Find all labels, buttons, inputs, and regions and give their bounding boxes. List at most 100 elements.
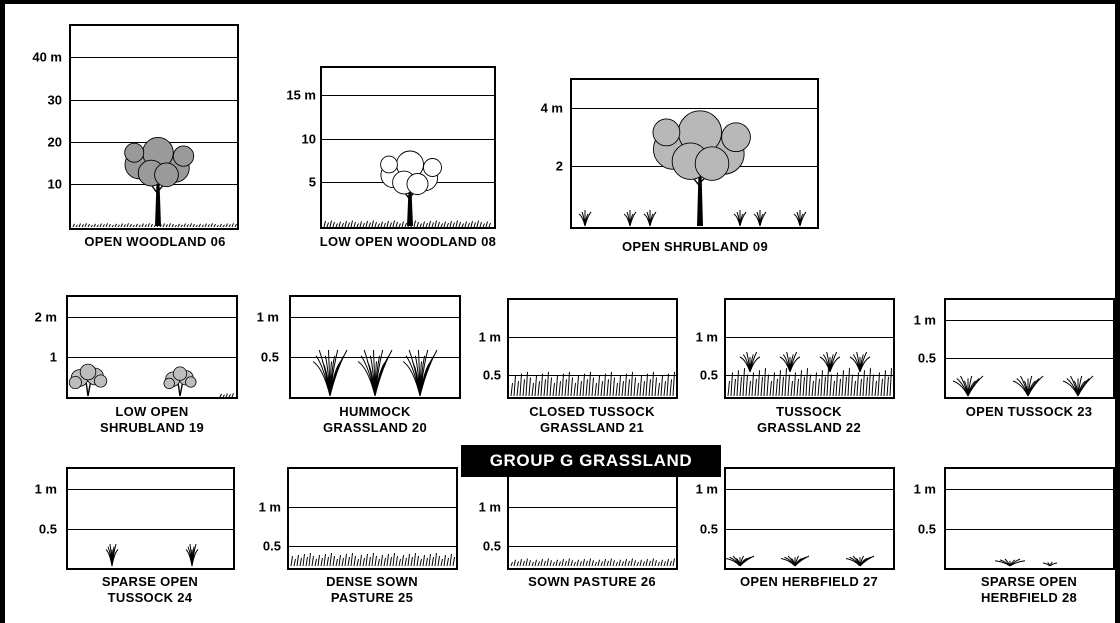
height-tick-label: 0.5 [38,521,57,537]
height-gridline [509,546,676,547]
height-tick-label: 2 m [34,309,57,325]
height-tick-label: 1 m [695,481,718,497]
panel-title-line: OPEN WOODLAND 06 [84,234,226,249]
tussock-grassland-illustration [727,351,892,397]
panel-24 [66,467,235,570]
height-tick-label: 1 [49,349,57,365]
panel-19 [66,295,238,399]
panel-title-line: OPEN SHRUBLAND 09 [622,239,768,254]
panel-title-line: SHRUBLAND 19 [99,420,204,435]
height-gridline [289,546,456,547]
panel-title-line: HERBFIELD 28 [980,590,1078,605]
panel-title-line: SOWN PASTURE 26 [528,574,656,589]
height-tick-label: 0.5 [262,538,281,554]
height-tick-label: 1 m [256,309,279,325]
panel-08 [320,66,496,229]
panel-title-line: GRASSLAND 21 [539,420,644,435]
sown-pasture-illustration [510,558,675,567]
low-open-woodland-illustration [323,150,491,228]
height-gridline [726,529,893,530]
height-gridline [68,357,236,358]
panel-title: OPEN HERBFIELD 27 [699,574,919,590]
group-title-banner: GROUP G GRASSLAND [461,445,721,477]
height-gridline [726,337,893,338]
panel-title-line: OPEN HERBFIELD 27 [739,574,878,589]
hummock-grassland-illustration [312,349,438,397]
height-tick-label: 1 m [478,499,501,515]
height-tick-label: 30 [47,92,62,108]
height-tick-label: 0.5 [482,538,501,554]
dense-sown-pasture-illustration [290,552,455,567]
panel-title-line: TUSSOCK 24 [107,590,193,605]
panel-27 [724,467,895,570]
height-tick-label: 1 m [913,312,936,328]
height-tick-label: 40 m [32,49,62,65]
panel-28 [944,467,1115,570]
height-gridline [68,489,233,490]
height-gridline [726,375,893,376]
panel-title-line: SPARSE OPEN [101,574,199,589]
height-gridline [946,320,1113,321]
panel-25 [287,467,458,570]
panel-title-line: LOW OPEN [115,404,189,419]
height-tick-label: 4 m [540,100,563,116]
height-gridline [509,375,676,376]
panel-title: SOWN PASTURE 26 [482,574,702,590]
panel-title-line: SPARSE OPEN [980,574,1078,589]
panel-title: LOW OPEN WOODLAND 08 [298,234,518,250]
panel-26 [507,467,678,570]
height-gridline [572,108,817,109]
panel-title: OPEN SHRUBLAND 09 [585,239,805,255]
height-tick-label: 1 m [695,329,718,345]
height-gridline [946,489,1113,490]
open-shrubland-illustration [578,110,807,227]
height-gridline [509,507,676,508]
height-gridline [322,139,494,140]
height-tick-label: 10 [47,176,62,192]
height-gridline [946,529,1113,530]
panel-title-line: OPEN TUSSOCK 23 [965,404,1093,419]
height-gridline [322,95,494,96]
panel-title-line: DENSE SOWN [326,574,418,589]
height-tick-label: 0.5 [260,349,279,365]
height-tick-label: 15 m [286,87,316,103]
open-tussock-illustration [952,375,1094,397]
panel-06 [69,24,239,230]
height-gridline [71,100,237,101]
open-herbfield-illustration [725,555,875,567]
height-gridline [68,529,233,530]
panel-title-line: TUSSOCK [776,404,842,419]
height-tick-label: 5 [308,174,316,190]
panel-title-line: CLOSED TUSSOCK [529,404,655,419]
height-tick-label: 0.5 [917,350,936,366]
panel-title-line: GRASSLAND 22 [756,420,861,435]
height-gridline [289,507,456,508]
panel-title-line: HUMMOCK [339,404,411,419]
panel-title-line: PASTURE 25 [330,590,414,605]
panel-title-line: LOW OPEN WOODLAND 08 [319,234,497,249]
low-open-shrubland-illustration [68,363,234,398]
panel-21 [507,298,678,399]
closed-tussock-grassland-illustration [510,371,675,397]
panel-title-line: GRASSLAND 20 [322,420,427,435]
height-gridline [71,57,237,58]
height-tick-label: 1 m [34,481,57,497]
height-tick-label: 0.5 [917,521,936,537]
height-tick-label: 20 [47,134,62,150]
height-tick-label: 0.5 [699,367,718,383]
panel-title: OPEN TUSSOCK 23 [919,404,1120,420]
open-woodland-illustration [72,136,237,228]
height-tick-label: 1 m [478,329,501,345]
height-gridline [291,317,459,318]
height-gridline [68,317,236,318]
sparse-open-herbfield-illustration [994,558,1058,567]
height-gridline [291,357,459,358]
